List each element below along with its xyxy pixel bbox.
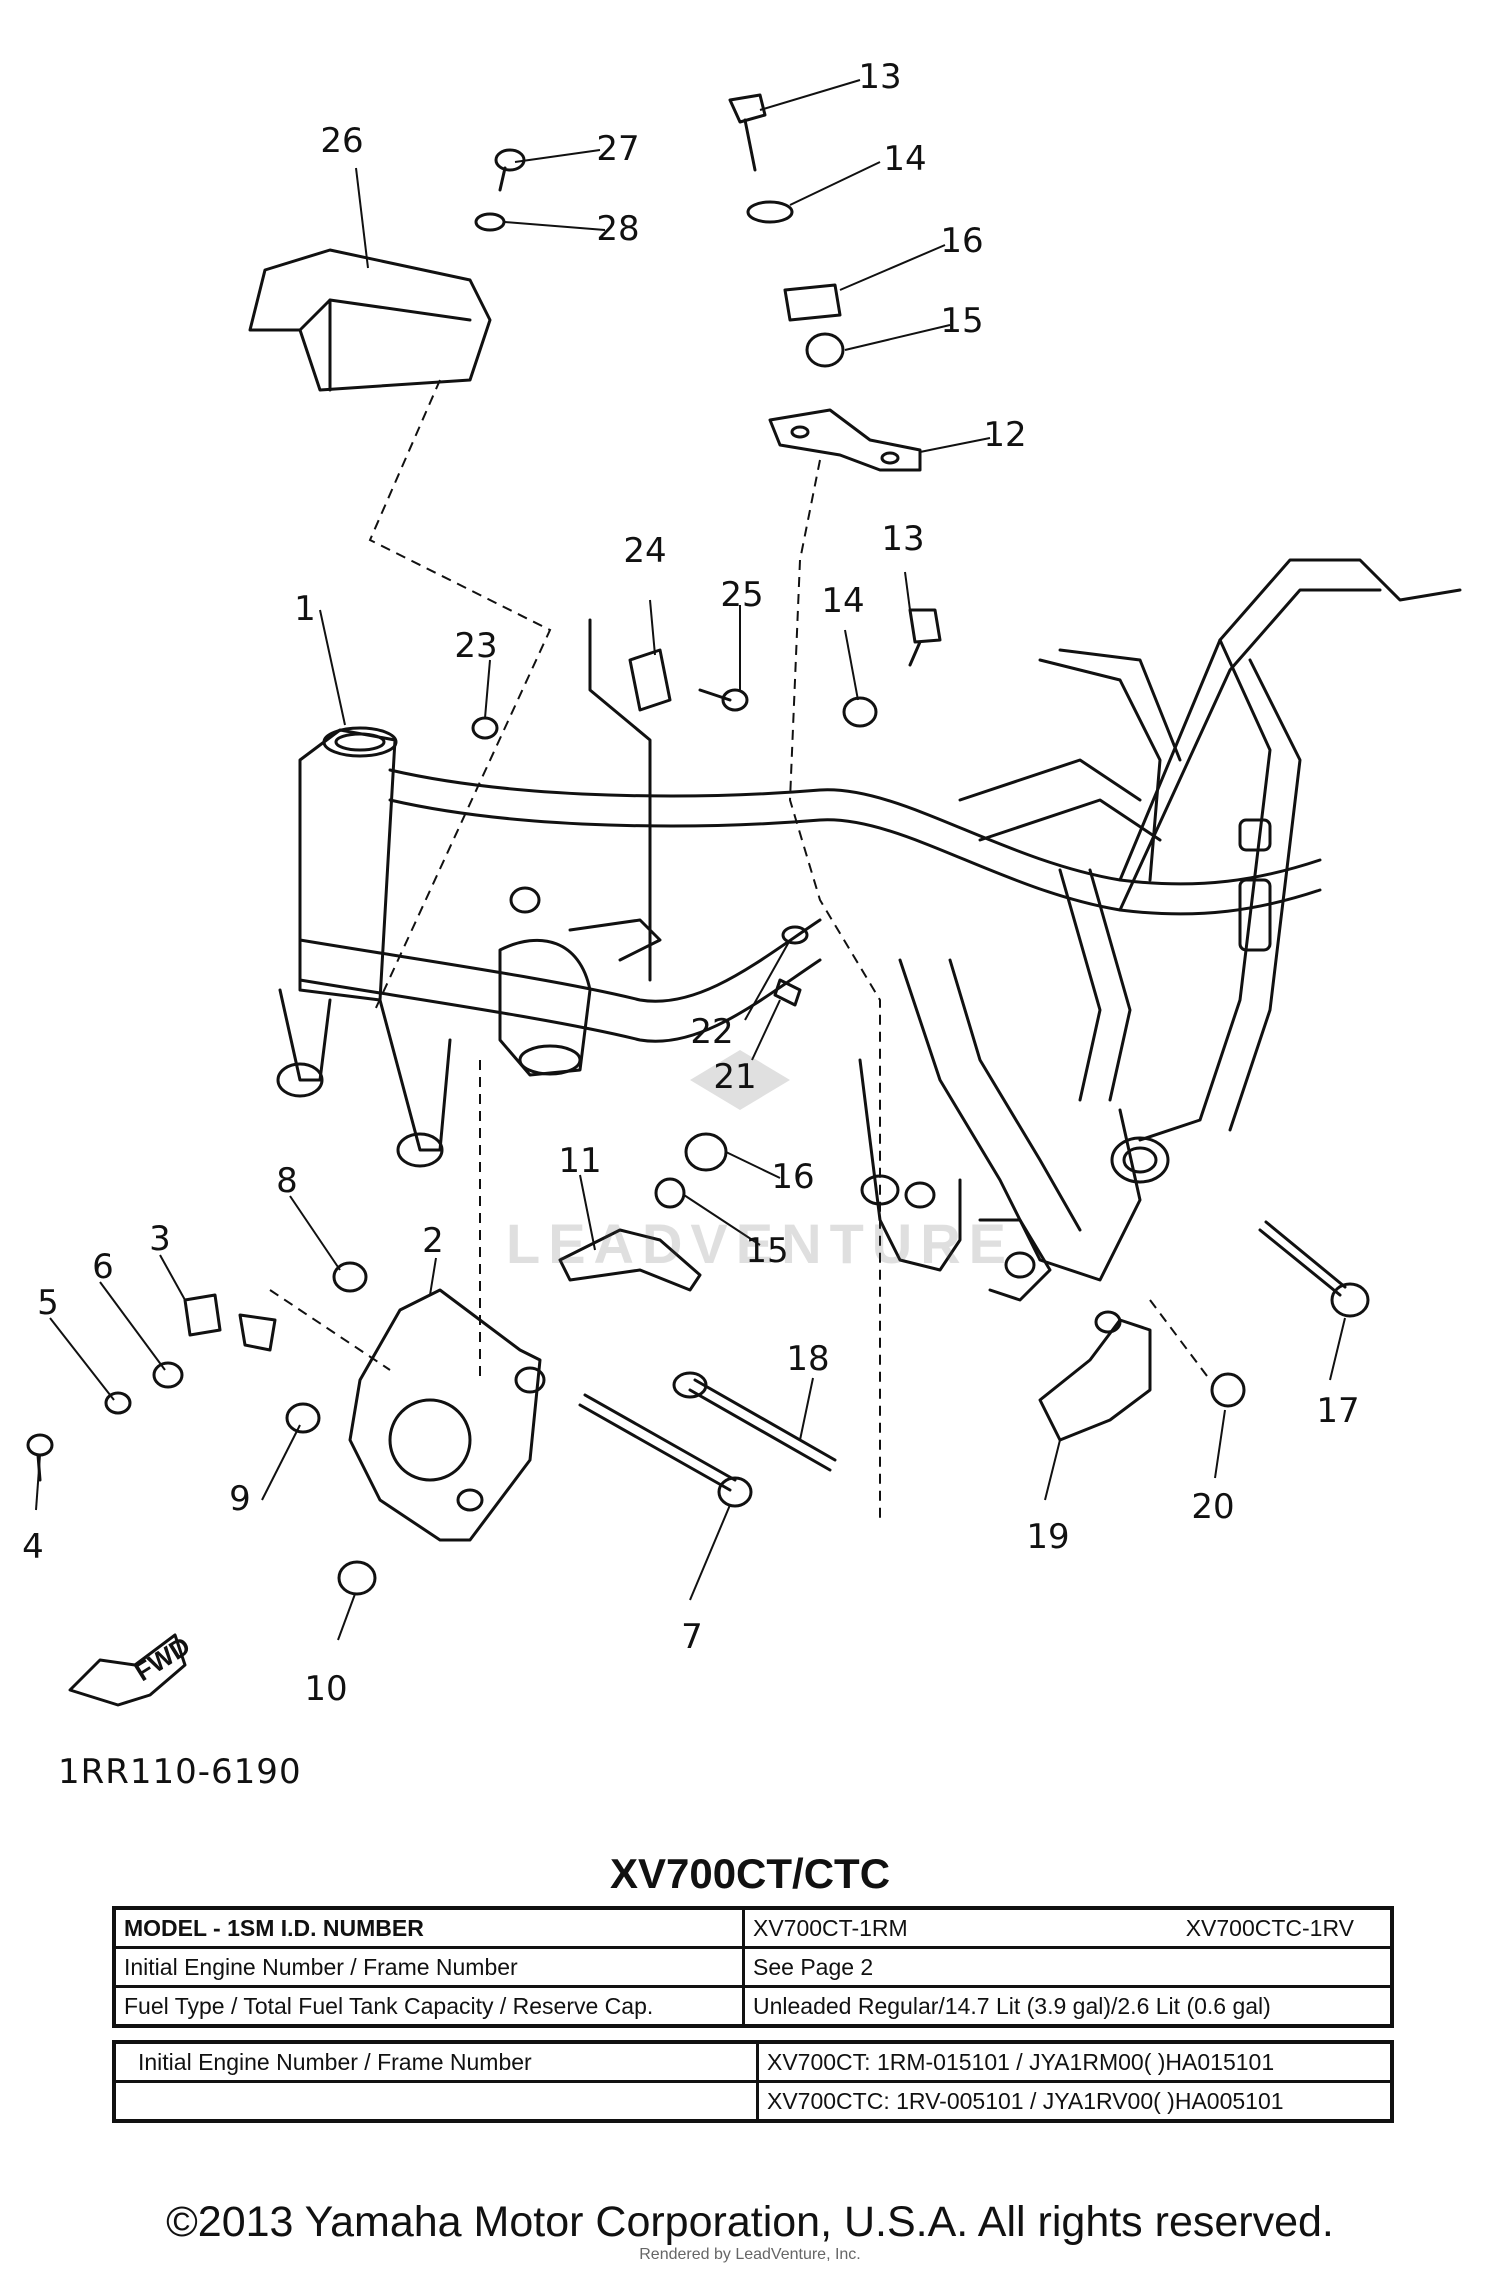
exploded-frame-diagram: LEADVENTURE FWD 123456789101112131415161… <box>22 57 1462 1709</box>
callout-21: 21 <box>713 1057 756 1097</box>
table-cell: XV700CT-1RM <box>753 1914 908 1941</box>
leader-lines <box>35 79 1346 1641</box>
drawing-code: 1RR110-6190 <box>58 1752 302 1792</box>
callout-3: 3 <box>149 1219 171 1259</box>
table-row: MODEL - 1SM I.D. NUMBER XV700CT-1RM XV70… <box>112 1906 1394 1949</box>
watermark-brand: LEADVENTURE <box>506 1212 1014 1275</box>
part-25-bolt <box>698 688 749 712</box>
callout-28: 28 <box>596 209 639 249</box>
part-8-nut <box>332 1261 368 1293</box>
part-26-cover <box>248 248 492 392</box>
fwd-label: FWD <box>129 1630 195 1687</box>
callout-23: 23 <box>454 626 497 666</box>
callout-19: 19 <box>1026 1517 1069 1557</box>
callout-10: 10 <box>304 1669 347 1709</box>
part-27-screw <box>494 148 526 192</box>
part-6-washer <box>152 1361 184 1389</box>
table-cell: XV700CT: 1RM-015101 / JYA1RM00( )HA01510… <box>756 2040 1394 2083</box>
part-22-washer <box>781 925 809 945</box>
part-7-bolt <box>578 1393 753 1508</box>
part-21-bolt <box>773 978 802 1007</box>
part-11-bracket <box>558 1228 702 1292</box>
callout-16: 16 <box>771 1157 814 1197</box>
callout-9: 9 <box>229 1479 251 1519</box>
table-row: XV700CTC: 1RV-005101 / JYA1RV00( )HA0051… <box>112 2080 1394 2123</box>
callout-13: 13 <box>858 57 901 97</box>
table-cell: XV700CT-1RM XV700CTC-1RV <box>742 1906 1394 1949</box>
part-9-nut <box>285 1402 321 1434</box>
callout-22: 22 <box>690 1012 733 1052</box>
table-cell: XV700CTC-1RV <box>1185 1914 1354 1941</box>
part-13-bolt-upper <box>728 93 767 172</box>
callout-20: 20 <box>1191 1487 1234 1527</box>
table-cell: XV700CTC: 1RV-005101 / JYA1RV00( )HA0051… <box>756 2080 1394 2123</box>
part-19-plate <box>1038 1310 1152 1442</box>
callout-4: 4 <box>22 1527 44 1567</box>
part-15-collar-lower <box>654 1177 686 1209</box>
callout-1: 1 <box>294 589 316 629</box>
watermark-caption: Rendered by LeadVenture, Inc. <box>639 2246 861 2263</box>
frame-number-table: Initial Engine Number / Frame Number XV7… <box>112 2040 1394 2123</box>
callout-6: 6 <box>92 1247 114 1287</box>
table-cell: Initial Engine Number / Frame Number <box>112 2040 759 2083</box>
part-14-washer-mid <box>842 696 878 728</box>
copyright-notice: ©2013 Yamaha Motor Corporation, U.S.A. A… <box>166 2198 1334 2246</box>
callout-11: 11 <box>558 1141 601 1181</box>
callout-labels: 1234567891011121314151617181920212223242… <box>22 57 1359 1709</box>
part-23-nut <box>471 716 499 740</box>
part-10-nut <box>337 1560 377 1596</box>
callout-25: 25 <box>720 575 763 615</box>
part-5-nut <box>104 1391 132 1415</box>
table-cell: MODEL - 1SM I.D. NUMBER <box>112 1906 745 1949</box>
part-14-washer-upper <box>746 200 794 224</box>
callout-14: 14 <box>821 581 864 621</box>
table-cell: Initial Engine Number / Frame Number <box>112 1946 745 1988</box>
part-13-bolt-mid <box>908 608 942 667</box>
callout-2: 2 <box>422 1221 444 1261</box>
part-24-clamp <box>588 618 672 982</box>
table-row: Fuel Type / Total Fuel Tank Capacity / R… <box>112 1985 1394 2028</box>
part-3-clip <box>183 1293 222 1337</box>
table-cell: Unleaded Regular/14.7 Lit (3.9 gal)/2.6 … <box>742 1985 1394 2028</box>
callout-24: 24 <box>623 531 666 571</box>
part-17-bolt <box>1258 1220 1370 1318</box>
part-15-collar-upper <box>805 332 845 368</box>
part-18-bolt <box>672 1371 837 1472</box>
table-cell: Fuel Type / Total Fuel Tank Capacity / R… <box>112 1985 745 2028</box>
callout-17: 17 <box>1316 1391 1359 1431</box>
part-20-nut <box>1210 1372 1246 1408</box>
callout-26: 26 <box>320 121 363 161</box>
callout-13: 13 <box>881 519 924 559</box>
callout-14: 14 <box>883 139 926 179</box>
callout-27: 27 <box>596 129 639 169</box>
part-16-damper-lower <box>684 1132 728 1172</box>
model-spec-table: MODEL - 1SM I.D. NUMBER XV700CT-1RM XV70… <box>112 1906 1394 2028</box>
callout-15: 15 <box>745 1231 788 1271</box>
table-cell <box>112 2080 759 2123</box>
table-cell: See Page 2 <box>742 1946 1394 1988</box>
watermark: LEADVENTURE <box>506 1050 1014 1275</box>
part-3-holder <box>238 1313 277 1352</box>
callout-18: 18 <box>786 1339 829 1379</box>
callout-16: 16 <box>940 221 983 261</box>
model-heading: XV700CT/CTC <box>609 1850 891 1897</box>
frame-assembly <box>276 558 1462 1302</box>
callout-5: 5 <box>37 1283 59 1323</box>
part-12-bracket <box>768 408 922 472</box>
table-row: Initial Engine Number / Frame Number See… <box>112 1946 1394 1988</box>
fwd-arrow-icon <box>68 1633 187 1707</box>
callout-15: 15 <box>940 301 983 341</box>
callout-12: 12 <box>983 415 1026 455</box>
part-2-engine-bracket <box>348 1288 546 1542</box>
part-28-grommet <box>474 212 506 232</box>
callout-8: 8 <box>276 1161 298 1201</box>
table-row: Initial Engine Number / Frame Number XV7… <box>112 2040 1394 2083</box>
callout-7: 7 <box>681 1617 703 1657</box>
part-16-damper-upper <box>783 283 842 322</box>
